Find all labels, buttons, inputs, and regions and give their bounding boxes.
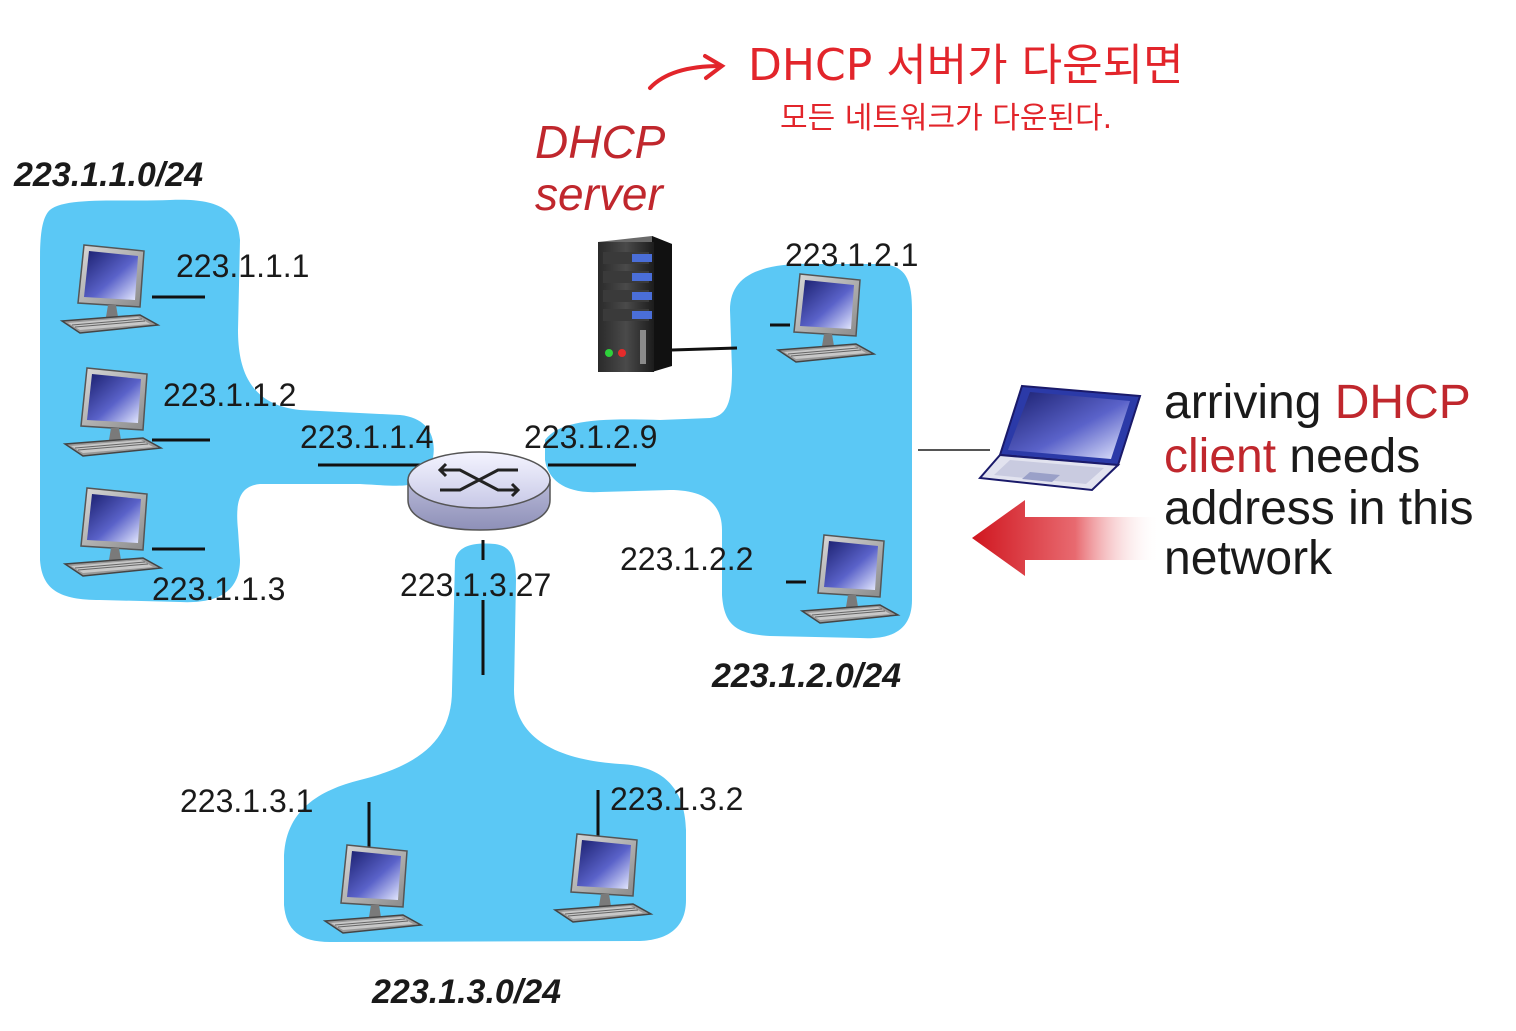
- host-ip-223-1-1-3: 223.1.1.3: [152, 571, 285, 607]
- router-icon: [407, 451, 551, 531]
- client-note-line3: address in this: [1164, 482, 1474, 535]
- incoming-arrow-icon: [972, 500, 1160, 576]
- subnet-label-left: 223.1.1.0/24: [13, 156, 203, 194]
- router-if-left: 223.1.1.4: [300, 419, 433, 455]
- client-note-line4: network: [1164, 532, 1333, 585]
- client-note-line1: arriving DHCP: [1164, 376, 1471, 429]
- annotation-arrow-icon: [648, 54, 726, 90]
- wires: [152, 295, 990, 848]
- server-label-line2: server: [535, 168, 664, 220]
- laptop-icon: [977, 384, 1142, 492]
- host-ip-223-1-3-1: 223.1.3.1: [180, 783, 313, 819]
- router-if-right: 223.1.2.9: [524, 419, 657, 455]
- host-ip-223-1-1-2: 223.1.1.2: [163, 377, 296, 413]
- host-ip-223-1-1-1: 223.1.1.1: [176, 248, 309, 284]
- annotation-line2: 모든 네트워크가 다운된다.: [780, 101, 1112, 136]
- client-note-line2: client needs: [1164, 430, 1420, 483]
- subnet-label-right: 223.1.2.0/24: [711, 657, 901, 695]
- server-label-line1: DHCP: [535, 116, 666, 168]
- annotation-line1: DHCP 서버가 다운되면: [748, 40, 1184, 91]
- host-ip-223-1-2-1: 223.1.2.1: [785, 237, 918, 273]
- router-if-bottom: 223.1.3.27: [400, 567, 551, 603]
- host-ip-223-1-2-2: 223.1.2.2: [620, 541, 753, 577]
- subnet-label-bottom: 223.1.3.0/24: [371, 973, 561, 1011]
- dhcp-server-icon: [598, 236, 672, 372]
- host-ip-223-1-3-2: 223.1.3.2: [610, 781, 743, 817]
